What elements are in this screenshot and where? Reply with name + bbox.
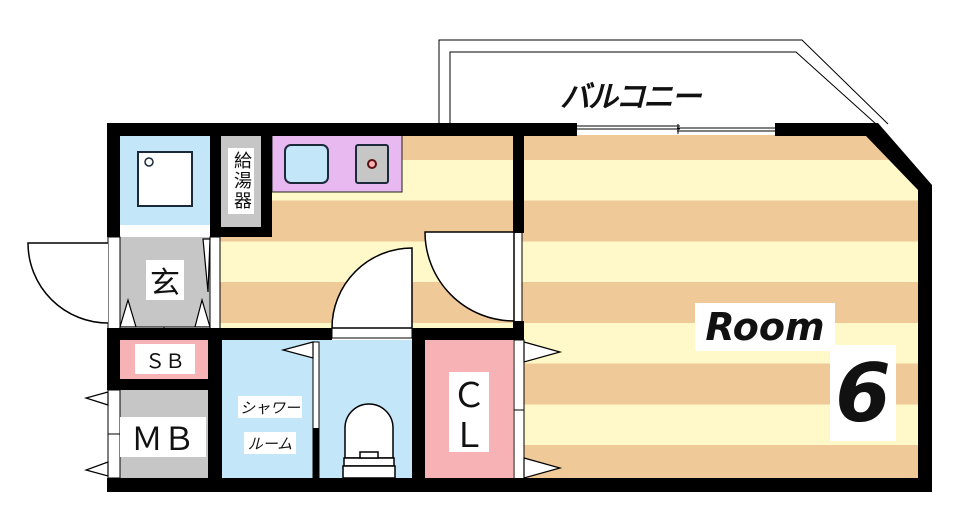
- room-size-label: 6: [830, 345, 896, 441]
- shower-room-label-line2: ルーム: [244, 432, 296, 454]
- walls: [107, 123, 932, 492]
- balcony-label: バルコニー: [560, 80, 701, 115]
- closet-label-line1: Ｃ: [449, 372, 489, 416]
- balcony-window: [577, 124, 775, 134]
- balcony-outline: [438, 39, 889, 125]
- shower-room-label-line1: シャワー: [238, 396, 302, 418]
- water-heater-label: 給湯器: [228, 148, 254, 214]
- closet-label-line2: Ｌ: [449, 412, 489, 456]
- entrance-label: 玄: [146, 260, 184, 301]
- shoe-box-label: ＳＢ: [135, 344, 195, 374]
- meter-box-label: ＭＢ: [120, 417, 206, 458]
- room-label: Room: [695, 303, 835, 351]
